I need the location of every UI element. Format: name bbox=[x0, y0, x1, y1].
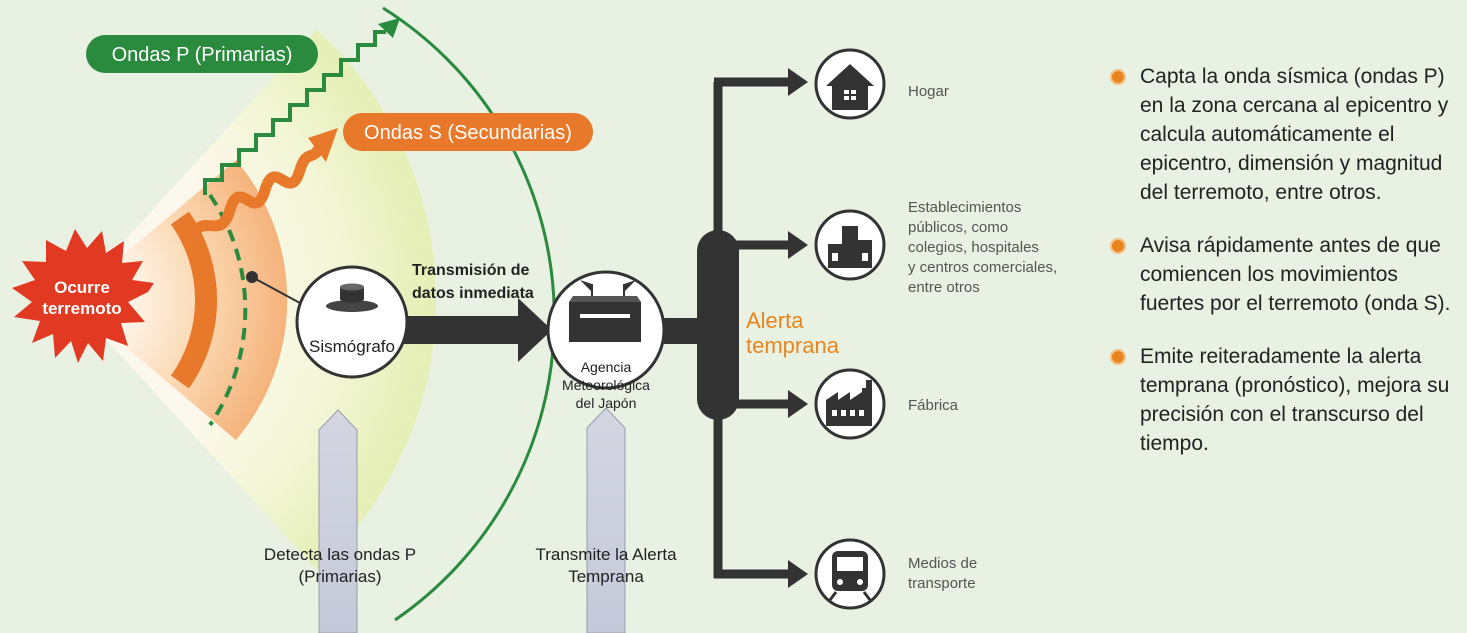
quake-label-line1: Ocurre bbox=[54, 278, 110, 297]
destination-label-public-4: y centros comerciales, bbox=[908, 259, 1057, 276]
bullet-text: Avisa rápidamente antes de que comiencen… bbox=[1140, 234, 1451, 315]
transmit-label-line2: Temprana bbox=[568, 567, 644, 586]
seismograph-label: Sismógrafo bbox=[309, 337, 395, 356]
s-wave-zone bbox=[70, 160, 288, 440]
destination-label-public-1: Establecimientos bbox=[908, 199, 1021, 216]
sensor-point bbox=[246, 271, 258, 283]
destination-label-transport-2: transporte bbox=[908, 575, 976, 592]
bullet-list: Capta la onda sísmica (ondas P) en la zo… bbox=[1110, 62, 1460, 482]
bullet-dot-icon bbox=[1110, 69, 1126, 85]
branch-arrows bbox=[714, 68, 808, 588]
quake-label-line2: terremoto bbox=[42, 299, 121, 318]
bullet-item: Emite reiteradamente la alerta temprana … bbox=[1110, 342, 1460, 458]
data-transmission-arrow bbox=[398, 298, 552, 362]
p-wave-arrow bbox=[203, 30, 386, 195]
bullet-text: Capta la onda sísmica (ondas P) en la zo… bbox=[1140, 65, 1449, 204]
destination-label-public-3: colegios, hospitales bbox=[908, 239, 1039, 256]
s-wave-arrowhead bbox=[308, 128, 338, 162]
agency-to-hub-connector bbox=[660, 318, 704, 344]
house-icon bbox=[814, 48, 886, 120]
seismograph-pointer bbox=[251, 276, 301, 304]
bullet-dot-icon bbox=[1110, 238, 1126, 254]
building-icon bbox=[814, 209, 886, 281]
destination-label-transport-1: Medios de bbox=[908, 555, 977, 572]
agency-label-line2: Meteorológica bbox=[562, 377, 650, 393]
bullet-text: Emite reiteradamente la alerta temprana … bbox=[1140, 345, 1450, 455]
destination-label-factory: Fábrica bbox=[908, 397, 959, 414]
transmit-label-line1: Transmite la Alerta bbox=[535, 545, 677, 564]
destination-label-public-2: públicos, como bbox=[908, 219, 1008, 236]
factory-icon bbox=[814, 368, 886, 440]
earthquake-burst bbox=[12, 229, 154, 363]
s-waves-label: Ondas S (Secundarias) bbox=[364, 122, 572, 144]
seismograph-circle bbox=[295, 265, 409, 379]
seismograph-icon bbox=[326, 283, 378, 312]
detect-post bbox=[318, 409, 358, 633]
alert-label-line2: temprana bbox=[746, 333, 840, 358]
p-wave-arrowhead bbox=[378, 18, 400, 38]
transmit-post bbox=[586, 407, 626, 633]
p-waves-label-bg bbox=[86, 35, 318, 73]
destination-label-public-5: entre otros bbox=[908, 279, 980, 296]
s-wave-arrow bbox=[184, 144, 324, 251]
alert-label-line1: Alerta bbox=[746, 308, 804, 333]
bullet-item: Avisa rápidamente antes de que comiencen… bbox=[1110, 231, 1460, 318]
p-waves-label: Ondas P (Primarias) bbox=[112, 44, 293, 66]
train-icon bbox=[814, 538, 886, 610]
detect-label-line2: (Primarias) bbox=[298, 567, 381, 586]
bullet-item: Capta la onda sísmica (ondas P) en la zo… bbox=[1110, 62, 1460, 207]
detect-label-line1: Detecta las ondas P bbox=[264, 545, 416, 564]
distribution-hub bbox=[697, 230, 739, 420]
p-wave-detection-arc bbox=[208, 193, 248, 427]
agency-label-line1: Agencia bbox=[581, 359, 632, 375]
destination-label-home: Hogar bbox=[908, 83, 949, 100]
agency-label-line3: del Japón bbox=[576, 395, 637, 411]
s-waves-label-bg bbox=[343, 113, 593, 151]
agency-building-icon bbox=[569, 280, 641, 342]
bullet-dot-icon bbox=[1110, 349, 1126, 365]
transmission-label-line1: Transmisión de bbox=[412, 262, 529, 279]
transmission-label-line2: datos inmediata bbox=[412, 285, 534, 302]
